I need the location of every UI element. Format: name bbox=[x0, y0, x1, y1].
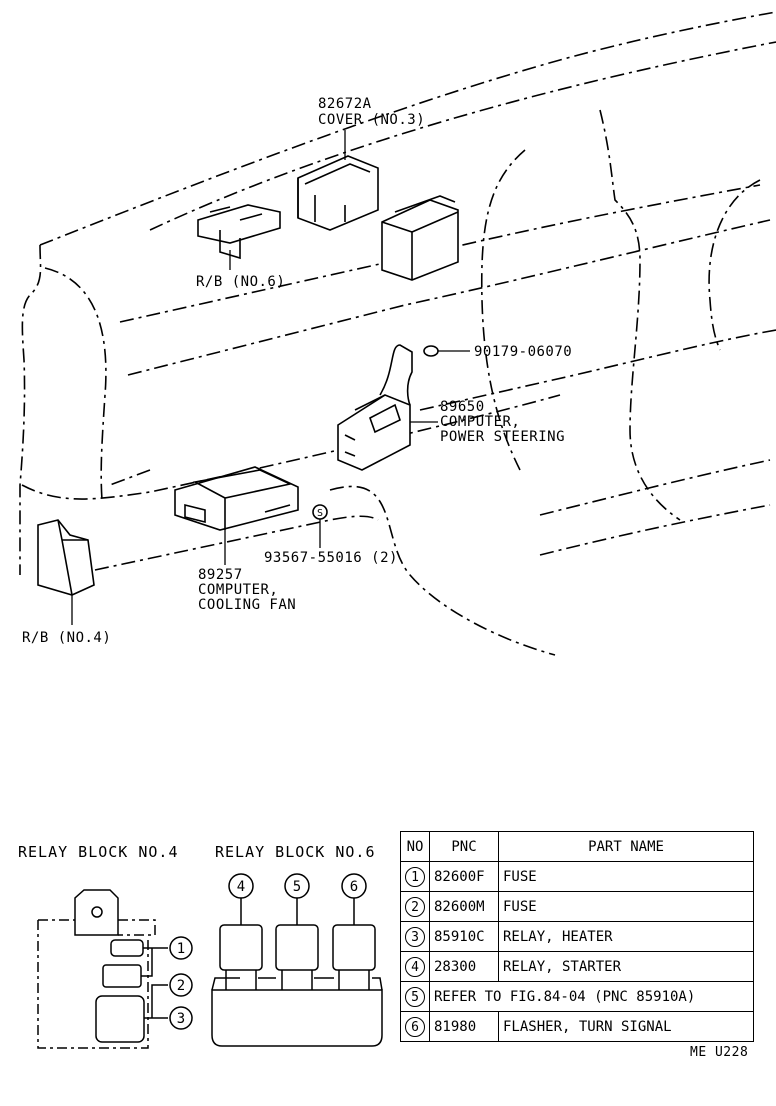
header-pnc: PNC bbox=[429, 831, 499, 862]
row-pnc: 28300 bbox=[429, 951, 499, 982]
row-part-name: FLASHER, TURN SIGNAL bbox=[498, 1011, 754, 1042]
row-number: 2 bbox=[405, 896, 425, 917]
clip-part bbox=[423, 345, 439, 357]
pillar-outline bbox=[599, 109, 681, 521]
dashboard-outline bbox=[19, 244, 42, 575]
row-number: 4 bbox=[405, 956, 425, 977]
right-lower-line bbox=[539, 504, 771, 556]
right-bottom-line bbox=[539, 459, 771, 516]
table-row: 3 85910C RELAY, HEATER bbox=[400, 921, 754, 952]
cover-part-number: 82672A bbox=[318, 96, 372, 112]
table-row: 2 82600M FUSE bbox=[400, 891, 754, 922]
row-number: 5 bbox=[405, 986, 425, 1007]
marker-1: 1 bbox=[177, 941, 185, 957]
row-pnc: 81980 bbox=[429, 1011, 499, 1042]
marker-6: 6 bbox=[350, 879, 358, 895]
row-number: 6 bbox=[405, 1016, 425, 1037]
rb6-label: R/B (NO.6) bbox=[196, 274, 286, 290]
power-steering-bracket bbox=[379, 344, 413, 406]
marker-5: 5 bbox=[293, 879, 301, 895]
screw-part-number: 93567-55016 (2) bbox=[264, 550, 398, 566]
cooling-fan-computer-part bbox=[174, 466, 299, 531]
table-header-row: NO PNC PART NAME bbox=[400, 831, 754, 862]
ps-part-number: 89650 bbox=[440, 399, 485, 415]
dashboard-second-edge bbox=[149, 41, 776, 231]
row-pnc: 82600F bbox=[429, 861, 499, 892]
marker-1-circle bbox=[169, 936, 193, 960]
cover-no3-part bbox=[297, 155, 379, 231]
table-row: 5 REFER TO FIG.84-04 (PNC 85910A) bbox=[400, 981, 754, 1012]
panel-line-2 bbox=[127, 219, 771, 376]
ps-name-line2: POWER STEERING bbox=[440, 429, 566, 445]
figure-code: ME U228 bbox=[690, 1045, 749, 1060]
leader-dash-rb4 bbox=[109, 469, 151, 486]
row-refer-note: REFER TO FIG.84-04 (PNC 85910A) bbox=[429, 981, 754, 1012]
table-row: 1 82600F FUSE bbox=[400, 861, 754, 892]
cf-name-line1: COMPUTER, bbox=[198, 582, 279, 598]
dashboard-front-curve bbox=[44, 267, 107, 501]
row-part-name: RELAY, STARTER bbox=[498, 951, 754, 982]
relay-block-4-drawing bbox=[37, 889, 168, 1049]
row-part-name: FUSE bbox=[498, 861, 754, 892]
row-number: 3 bbox=[405, 926, 425, 947]
cover-name: COVER (NO.3) bbox=[318, 112, 426, 128]
marker-3: 3 bbox=[177, 1011, 185, 1027]
marker-4: 4 bbox=[237, 879, 245, 895]
ps-name-line1: COMPUTER, bbox=[440, 414, 521, 430]
table-row: 6 81980 FLASHER, TURN SIGNAL bbox=[400, 1011, 754, 1042]
row-pnc: 82600M bbox=[429, 891, 499, 922]
row-part-name: RELAY, HEATER bbox=[498, 921, 754, 952]
relay-block-4-title: RELAY BLOCK NO.4 bbox=[18, 843, 179, 861]
clip-part-number: 90179-06070 bbox=[474, 344, 573, 360]
power-steering-computer-part bbox=[337, 394, 411, 471]
cf-name-line2: COOLING FAN bbox=[198, 597, 297, 613]
door-curve bbox=[329, 485, 556, 656]
rb6-part bbox=[197, 204, 281, 244]
right-arch bbox=[708, 179, 761, 351]
marker-4-circle bbox=[228, 873, 254, 899]
marker-6-circle bbox=[341, 873, 367, 899]
parts-table: NO PNC PART NAME 1 82600F FUSE 2 82600M … bbox=[400, 831, 754, 1042]
rb4-label: R/B (NO.4) bbox=[22, 630, 112, 646]
cf-part-number: 89257 bbox=[198, 567, 243, 583]
marker-3-circle bbox=[169, 1006, 193, 1030]
panel-line-3 bbox=[419, 329, 776, 411]
relay-block-6-title: RELAY BLOCK NO.6 bbox=[215, 843, 376, 861]
dashboard-top-edge bbox=[39, 11, 776, 246]
header-no: NO bbox=[400, 831, 430, 862]
screw-symbol-letter: S bbox=[317, 508, 323, 519]
relay-block-part bbox=[381, 199, 459, 281]
row-pnc: 85910C bbox=[429, 921, 499, 952]
row-number: 1 bbox=[405, 866, 425, 887]
marker-2: 2 bbox=[177, 978, 185, 994]
marker-5-circle bbox=[284, 873, 310, 899]
table-row: 4 28300 RELAY, STARTER bbox=[400, 951, 754, 982]
relay-block-6-drawing bbox=[211, 898, 383, 1047]
header-part-name: PART NAME bbox=[498, 831, 754, 862]
rb4-part bbox=[37, 519, 95, 596]
row-part-name: FUSE bbox=[498, 891, 754, 922]
marker-2-circle bbox=[169, 973, 193, 997]
